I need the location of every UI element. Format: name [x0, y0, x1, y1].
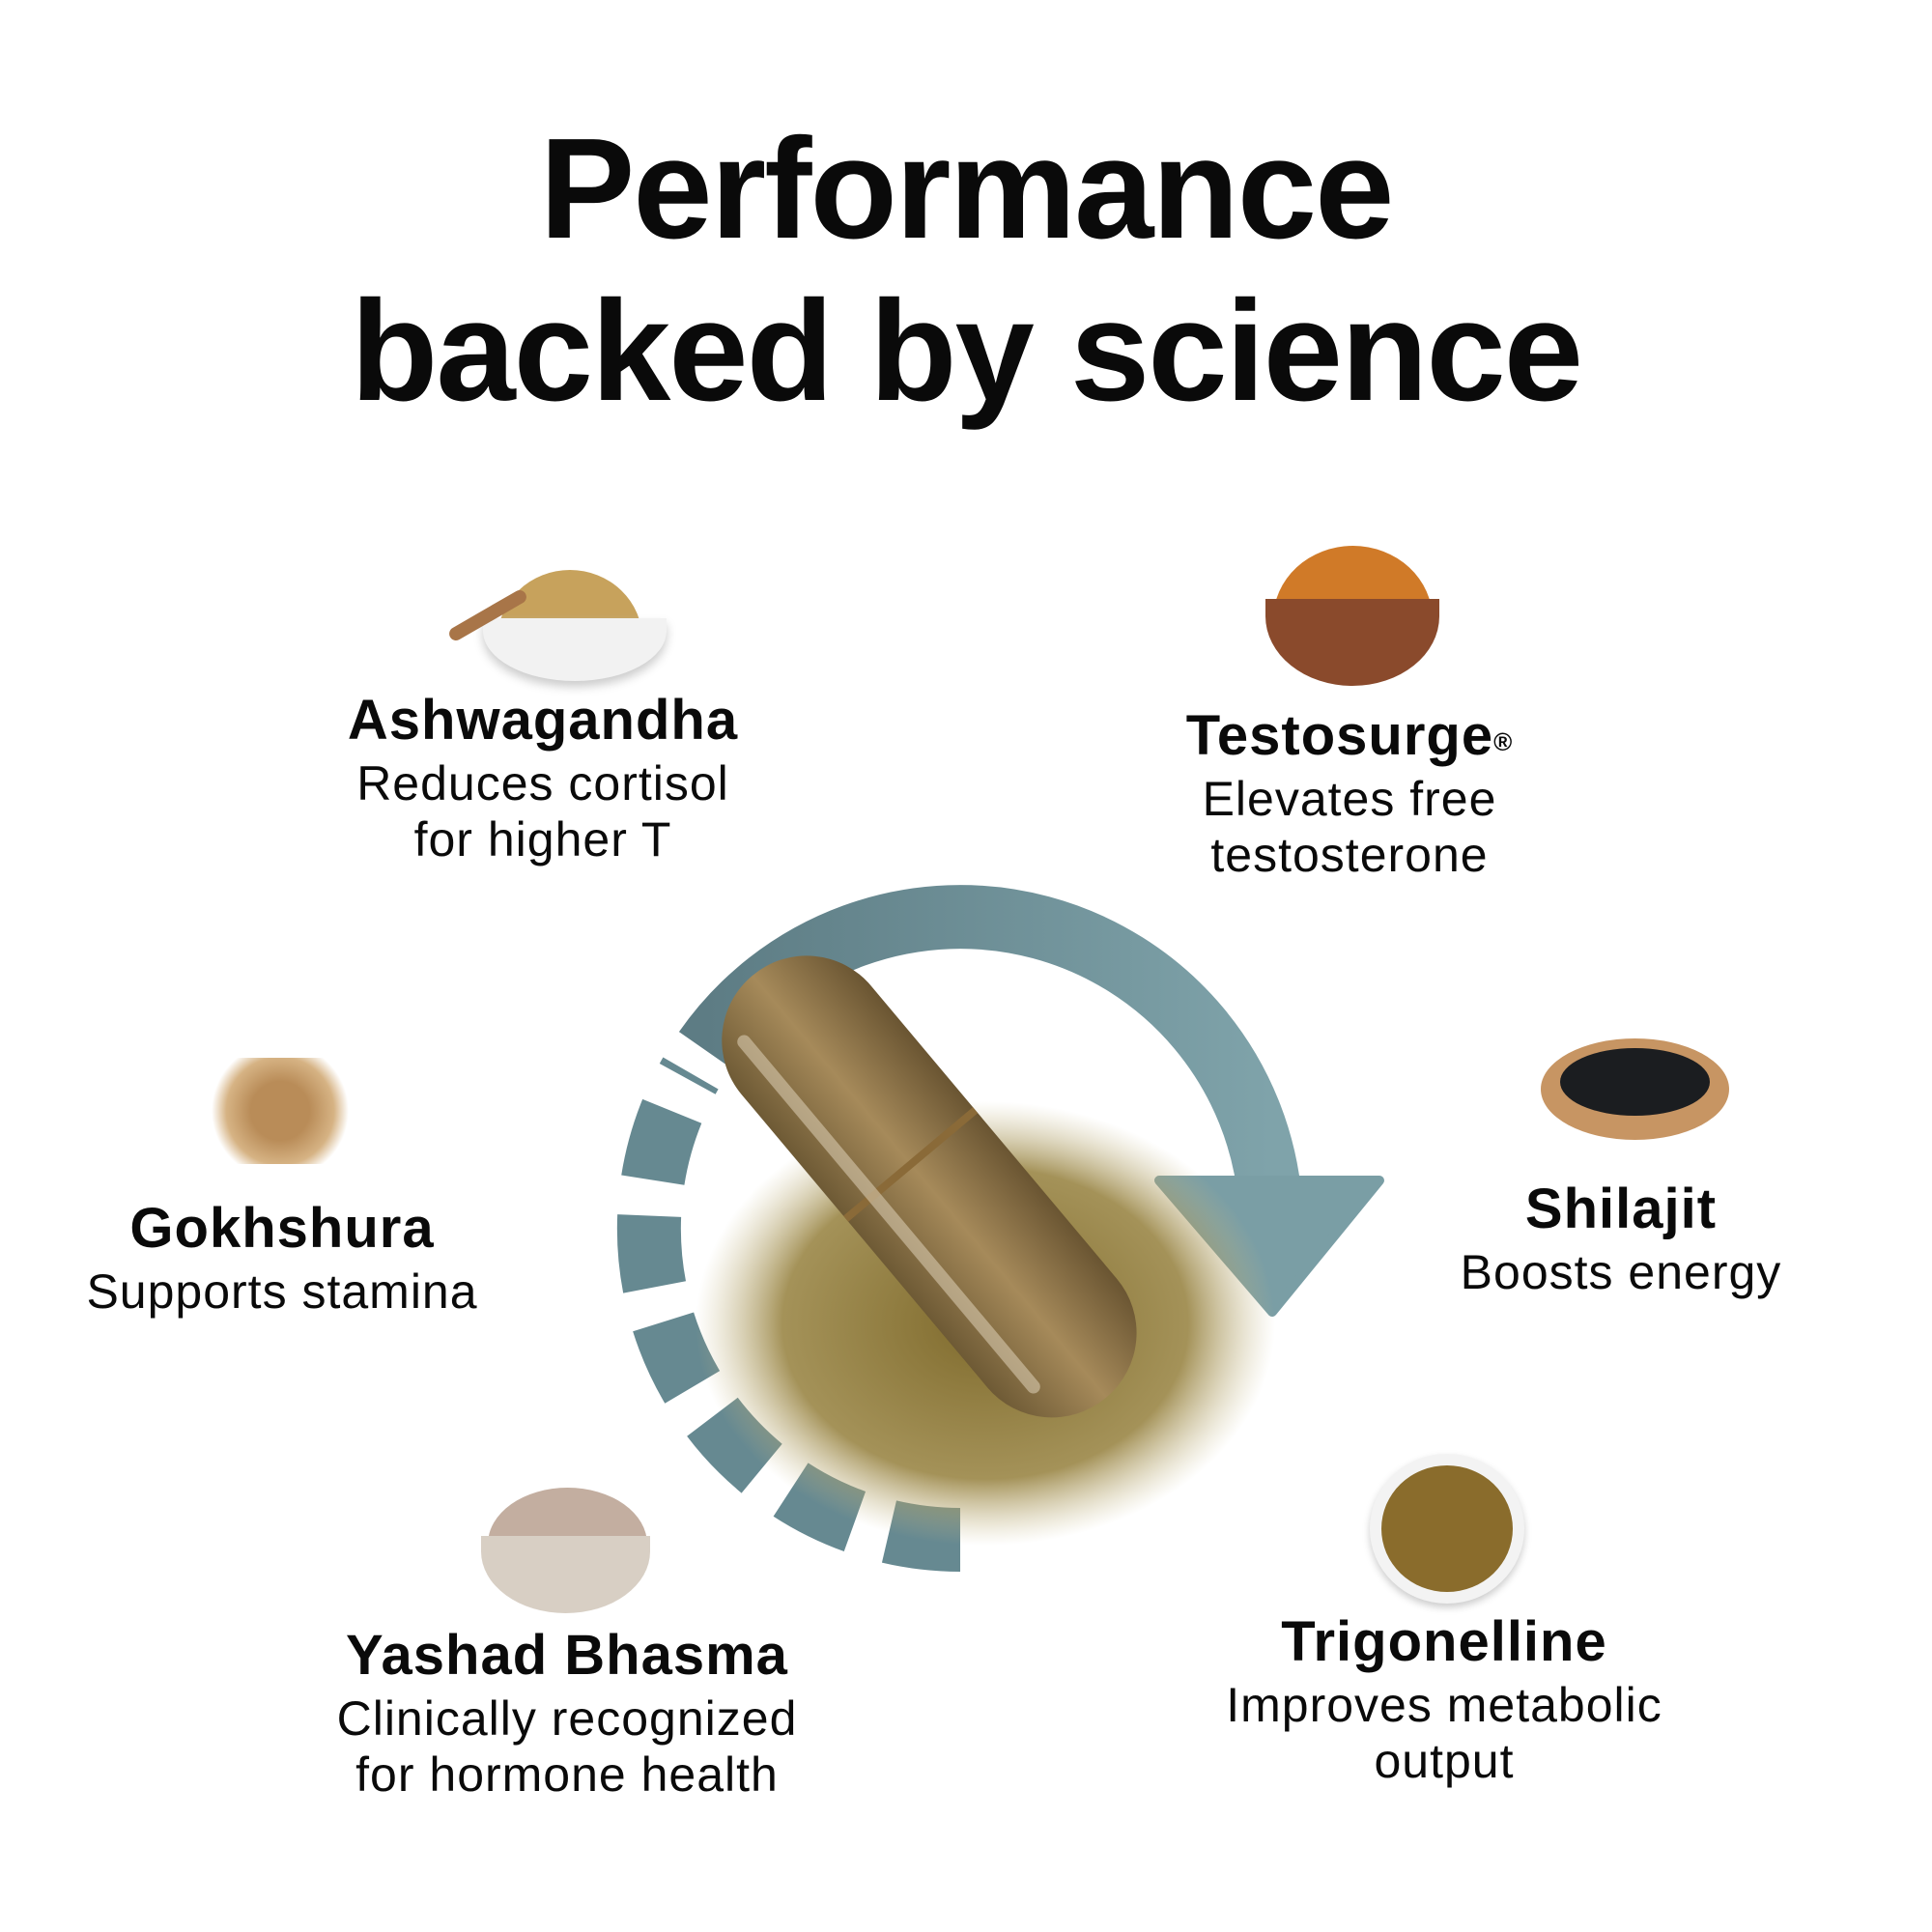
- ingredient-trigonelline: Trigonelline Improves metabolic output: [1077, 1607, 1811, 1789]
- ingredient-desc: output: [1374, 1734, 1515, 1788]
- ingredient-desc: testosterone: [1210, 828, 1489, 882]
- ingredient-desc: for hormone health: [355, 1747, 779, 1802]
- capsule-icon: [722, 955, 1137, 1418]
- registered-mark: ®: [1493, 727, 1514, 756]
- ingredient-testosurge: Testosurge® Elevates free testosterone: [982, 701, 1717, 883]
- ingredient-desc: Improves metabolic: [1226, 1678, 1662, 1732]
- ingredient-name: Ashwagandha: [347, 689, 739, 752]
- ingredient-desc: Clinically recognized: [336, 1691, 798, 1746]
- ingredient-name: Trigonelline: [1281, 1610, 1607, 1673]
- ingredient-gokhshura: Gokhshura Supports stamina: [0, 1194, 649, 1320]
- arrow-dashed-tail: [616, 1057, 961, 1572]
- ingredient-name: Yashad Bhasma: [346, 1624, 788, 1687]
- ingredient-desc: Boosts energy: [1460, 1245, 1782, 1299]
- ingredient-ashwagandha: Ashwagandha Reduces cortisol for higher …: [176, 686, 910, 867]
- ingredient-yashad-bhasma: Yashad Bhasma Clinically recognized for …: [200, 1621, 934, 1803]
- ingredient-desc: for higher T: [413, 812, 672, 867]
- headline-line-1: Performance: [539, 109, 1395, 269]
- ingredient-shilajit: Shilajit Boosts energy: [1254, 1175, 1932, 1300]
- headline-line-2: backed by science: [350, 271, 1583, 431]
- ingredient-desc: Elevates free: [1202, 772, 1497, 826]
- ingredient-name: Gokhshura: [129, 1197, 435, 1260]
- ingredient-desc: Supports stamina: [86, 1264, 478, 1319]
- ingredient-name: Shilajit: [1524, 1178, 1718, 1240]
- ingredient-desc: Reduces cortisol: [356, 756, 729, 810]
- ingredient-name: Testosurge: [1185, 704, 1494, 767]
